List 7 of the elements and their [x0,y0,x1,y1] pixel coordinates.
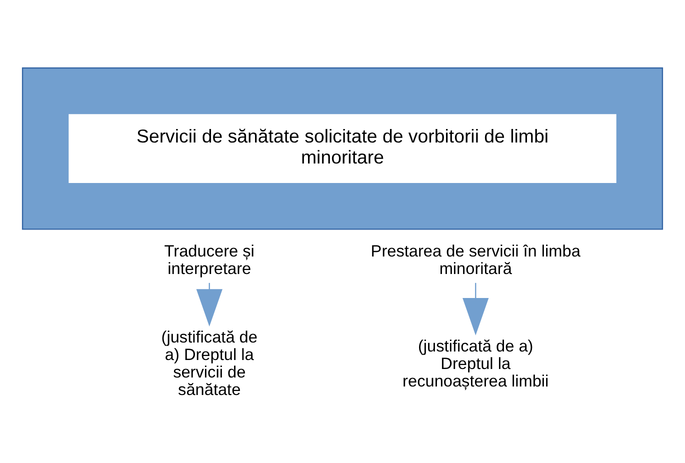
node-text: (justificată de a) Dreptul la recunoașterea limbii [402,337,549,390]
node-text: Traducere și interpretare [164,242,254,278]
cluster [22,67,664,230]
arrow [462,282,489,336]
node-box: Servicii de sănătate solicitate de vorbitorii de limbi minoritare [68,114,616,184]
node-text: Prestarea de servicii în limba minoritară [370,242,580,278]
node-text: (justificată de a) Dreptul la servicii de sănătate [161,328,258,400]
